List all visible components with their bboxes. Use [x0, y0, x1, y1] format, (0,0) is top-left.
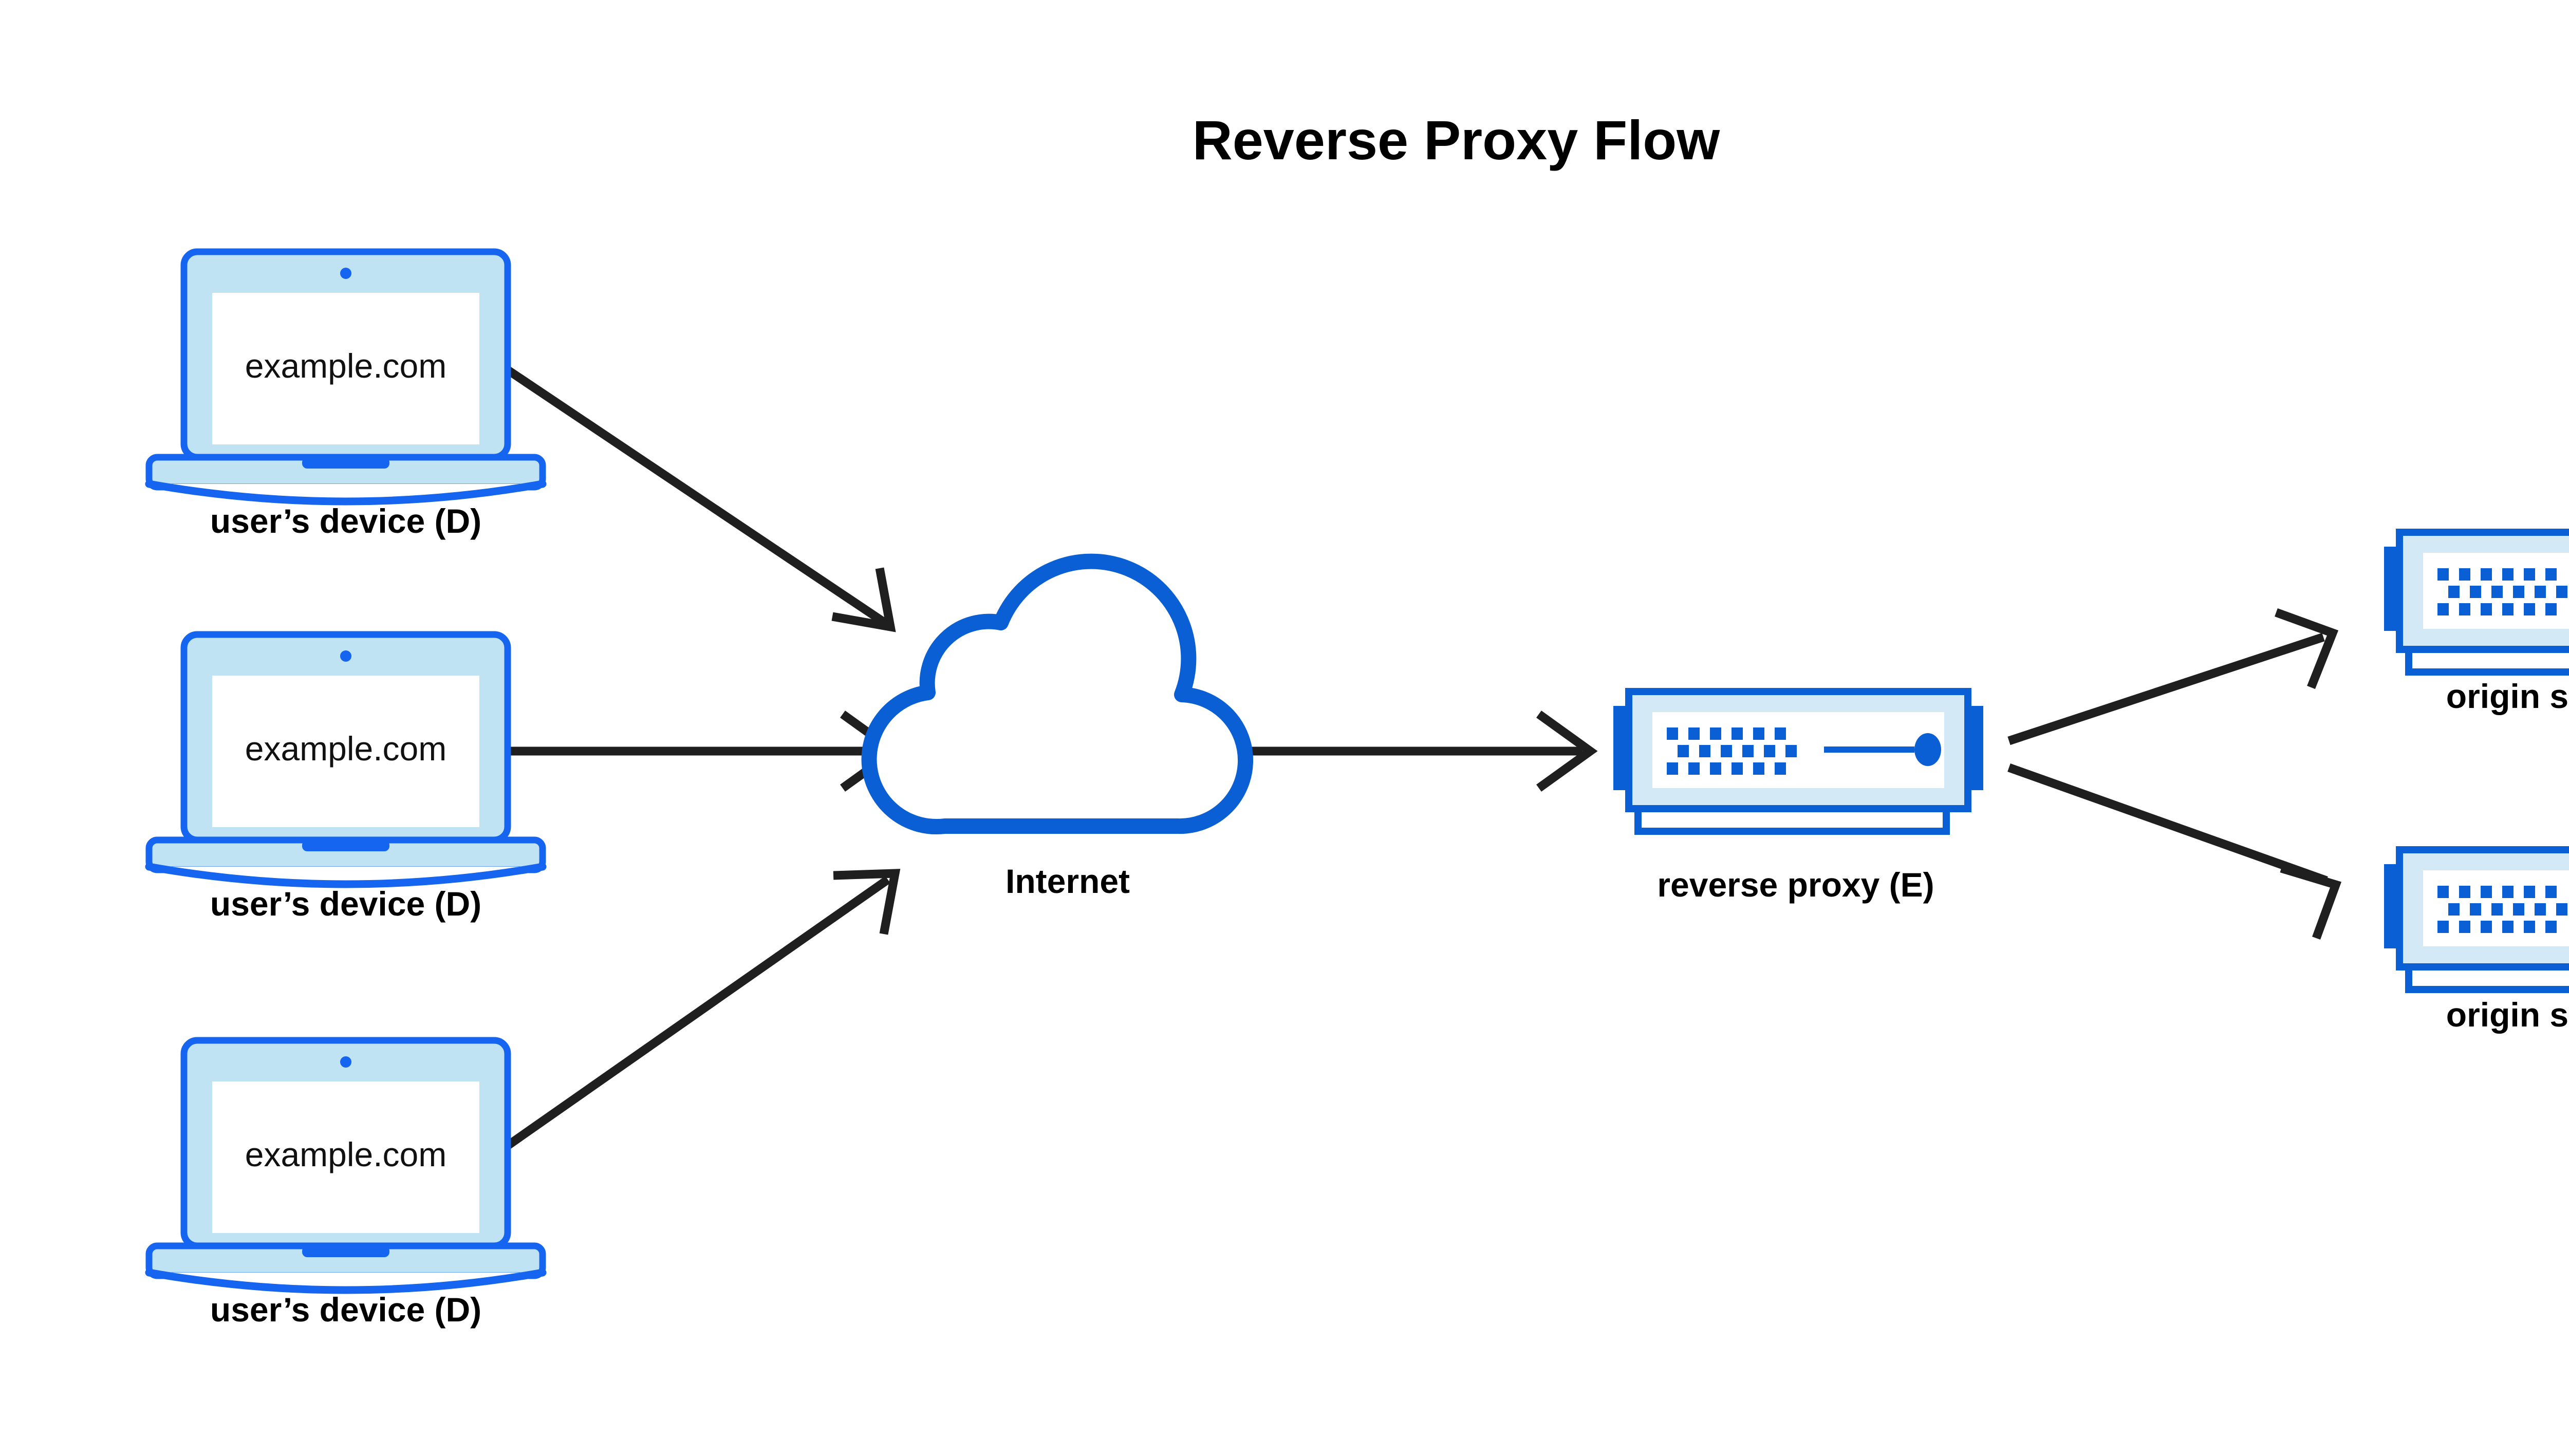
origin-server-label-1: origin server (F)	[2446, 677, 2569, 715]
arrow-proxy-to-origin2	[2007, 763, 2342, 940]
server-icon	[1613, 692, 1983, 831]
arrow-client1-to-internet	[504, 365, 896, 632]
server-icon	[2384, 532, 2569, 672]
origin-server-node-1[interactable]: origin server (F)	[2384, 532, 2569, 715]
client-screen-text-2: example.com	[245, 730, 447, 768]
internet-node[interactable]: Internet	[861, 553, 1254, 900]
client-screen-text-1: example.com	[245, 347, 447, 385]
reverse-proxy-label: reverse proxy (E)	[1657, 866, 1934, 904]
cloud-icon	[861, 553, 1254, 835]
arrow-internet-to-proxy	[1229, 711, 1598, 792]
client-node-1[interactable]: example.com user’s device (D)	[149, 252, 543, 540]
client-screen-text-3: example.com	[245, 1135, 447, 1173]
reverse-proxy-node[interactable]: reverse proxy (E)	[1613, 692, 1983, 904]
arrow-client2-to-internet	[497, 711, 902, 792]
client-label-3: user’s device (D)	[210, 1291, 481, 1329]
flow-arrows	[497, 365, 2342, 1150]
server-icon	[2384, 850, 2569, 990]
client-label-1: user’s device (D)	[210, 502, 481, 540]
arrow-proxy-to-origin1	[2007, 608, 2339, 745]
origin-server-node-2[interactable]: origin server (F)	[2384, 850, 2569, 1034]
origin-server-label-2: origin server (F)	[2446, 996, 2569, 1034]
client-label-2: user’s device (D)	[210, 885, 481, 923]
client-node-3[interactable]: example.com user’s device (D)	[149, 1040, 543, 1329]
client-node-2[interactable]: example.com user’s device (D)	[149, 634, 543, 923]
internet-label: Internet	[1006, 862, 1130, 900]
arrow-client3-to-internet	[504, 869, 901, 1150]
page-title: Reverse Proxy Flow	[1193, 109, 1720, 171]
